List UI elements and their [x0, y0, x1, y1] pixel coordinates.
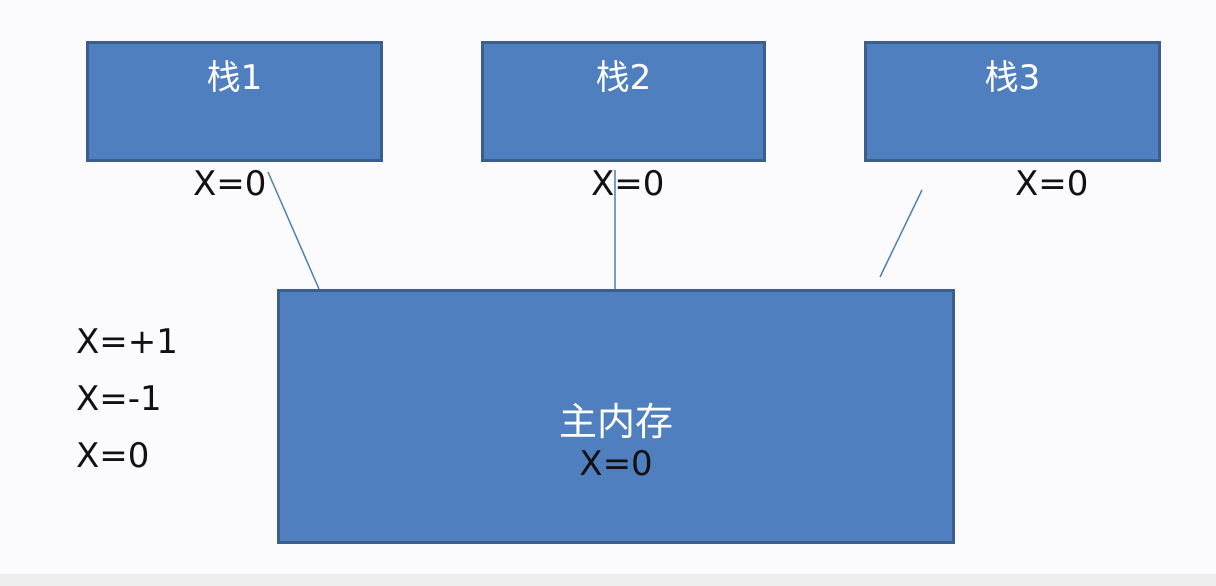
stack-2-value: X=0 — [591, 164, 665, 204]
stack-3-box: 栈3 — [864, 41, 1161, 162]
stack-3-label: 栈3 — [984, 58, 1041, 98]
stack-1-box: 栈1 — [86, 41, 383, 162]
connector-stack1-main — [267, 171, 320, 290]
stack-2-box: 栈2 — [481, 41, 766, 162]
main-memory-value: X=0 — [579, 444, 653, 484]
stack-1-label: 栈1 — [206, 58, 263, 98]
main-memory-box: 主内存 X=0 — [277, 289, 955, 544]
main-memory-label: 主内存 — [558, 400, 673, 444]
side-value-list: X=+1 X=-1 X=0 — [76, 322, 178, 493]
bottom-edge — [0, 574, 1216, 586]
stack-3-value: X=0 — [1015, 164, 1089, 204]
stack-1-value: X=0 — [193, 164, 267, 204]
side-value-item: X=0 — [76, 436, 150, 476]
side-value-item: X=-1 — [76, 379, 162, 419]
connector-stack3-main — [879, 189, 923, 278]
side-value-item: X=+1 — [76, 322, 178, 362]
stack-2-label: 栈2 — [595, 58, 652, 98]
